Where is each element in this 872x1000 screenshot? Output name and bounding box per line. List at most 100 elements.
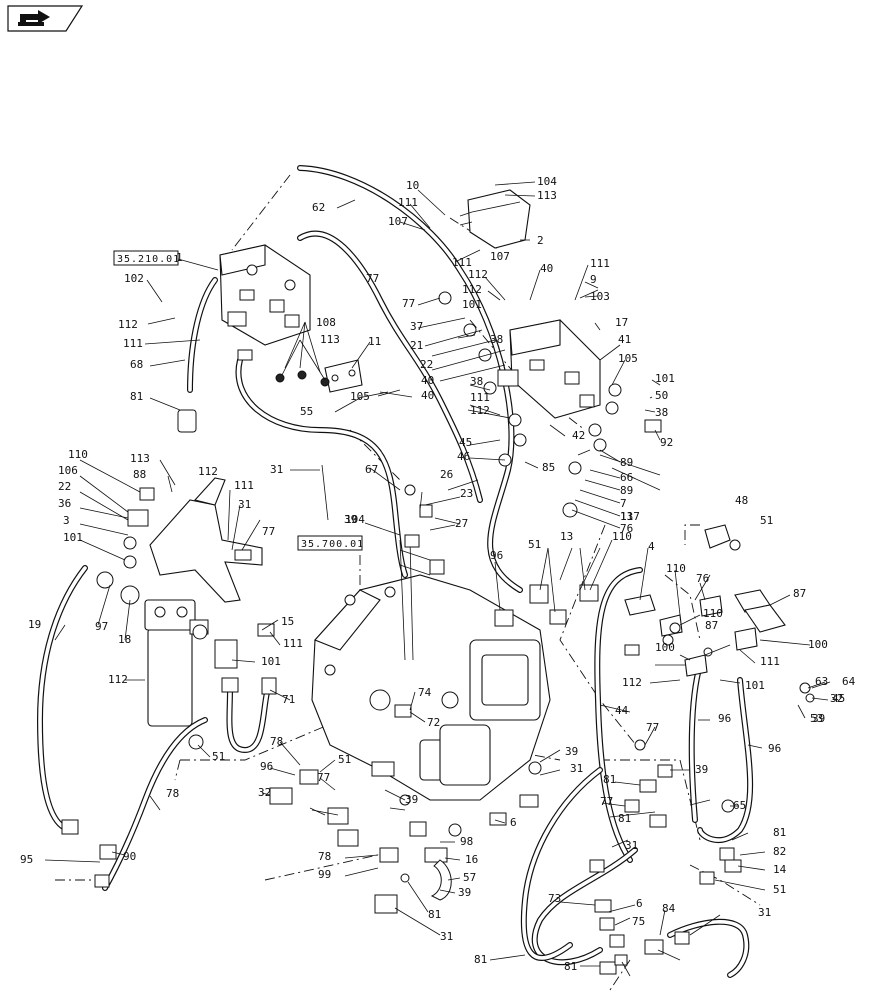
callout-105[interactable]: 105 [350,390,370,403]
callout-78[interactable]: 78 [166,787,179,800]
callout-31[interactable]: 31 [758,906,771,919]
callout-9[interactable]: 9 [590,273,597,286]
callout-112[interactable]: 112 [470,404,490,417]
callout-48[interactable]: 48 [735,494,748,507]
callout-31[interactable]: 31 [625,839,638,852]
callout-112[interactable]: 112 [462,283,482,296]
callout-51[interactable]: 51 [528,538,541,551]
callout-6[interactable]: 6 [636,897,643,910]
callout-112[interactable]: 112 [468,268,488,281]
callout-45[interactable]: 45 [832,692,845,705]
callout-105[interactable]: 105 [618,352,638,365]
callout-90[interactable]: 90 [123,850,136,863]
callout-98[interactable]: 98 [460,835,473,848]
callout-92[interactable]: 92 [660,436,673,449]
callout-23[interactable]: 23 [460,487,473,500]
callout-110[interactable]: 110 [612,530,632,543]
callout-78[interactable]: 78 [318,850,331,863]
callout-31[interactable]: 31 [440,930,453,943]
callout-81[interactable]: 81 [564,960,577,973]
callout-39[interactable]: 39 [812,712,825,725]
callout-14[interactable]: 14 [773,863,787,876]
callout-19[interactable]: 19 [28,618,41,631]
callout-111[interactable]: 111 [123,337,143,350]
callout-108[interactable]: 108 [316,316,336,329]
callout-37[interactable]: 37 [410,320,423,333]
callout-77[interactable]: 77 [317,771,330,784]
callout-113[interactable]: 113 [320,333,340,346]
callout-31[interactable]: 31 [238,498,251,511]
callout-40[interactable]: 40 [421,389,434,402]
callout-81[interactable]: 81 [603,773,616,786]
callout-39[interactable]: 39 [565,745,578,758]
callout-96[interactable]: 96 [260,760,273,773]
callout-77[interactable]: 77 [402,297,415,310]
callout-72[interactable]: 72 [427,716,440,729]
callout-81[interactable]: 81 [773,826,786,839]
callout-6[interactable]: 6 [510,816,517,829]
callout-44[interactable]: 44 [615,704,629,717]
ref-box-35-700-01[interactable]: 35.700.01 [297,535,364,551]
callout-38[interactable]: 38 [655,406,668,419]
callout-110[interactable]: 110 [703,607,723,620]
callout-104[interactable]: 104 [537,175,557,188]
callout-99[interactable]: 99 [318,868,331,881]
callout-1[interactable]: 1 [176,251,183,264]
callout-81[interactable]: 81 [474,953,487,966]
callout-39[interactable]: 39 [344,513,357,526]
callout-16[interactable]: 16 [465,853,478,866]
callout-3[interactable]: 3 [63,514,70,527]
callout-111[interactable]: 111 [234,479,254,492]
callout-97[interactable]: 97 [95,620,108,633]
callout-63[interactable]: 63 [815,675,828,688]
callout-27[interactable]: 27 [455,517,468,530]
callout-22[interactable]: 22 [58,480,71,493]
callout-77[interactable]: 77 [366,272,379,285]
callout-77[interactable]: 77 [262,525,275,538]
callout-13[interactable]: 13 [620,510,633,523]
callout-45[interactable]: 45 [459,436,472,449]
callout-101[interactable]: 101 [655,372,675,385]
callout-81[interactable]: 81 [130,390,143,403]
callout-66[interactable]: 66 [620,471,633,484]
callout-95[interactable]: 95 [20,853,33,866]
callout-88[interactable]: 88 [133,468,146,481]
callout-22[interactable]: 22 [420,358,433,371]
callout-107[interactable]: 107 [388,215,408,228]
callout-39[interactable]: 39 [405,793,418,806]
callout-78[interactable]: 78 [270,735,283,748]
callout-68[interactable]: 68 [130,358,143,371]
callout-107[interactable]: 107 [490,250,510,263]
callout-46[interactable]: 46 [457,450,470,463]
callout-110[interactable]: 110 [68,448,88,461]
callout-38[interactable]: 38 [490,333,503,346]
callout-111[interactable]: 111 [452,256,472,269]
callout-31[interactable]: 31 [570,762,583,775]
callout-112[interactable]: 112 [118,318,138,331]
callout-101[interactable]: 101 [745,679,765,692]
callout-89[interactable]: 89 [620,484,633,497]
callout-57[interactable]: 57 [463,871,476,884]
callout-112[interactable]: 112 [622,676,642,689]
callout-110[interactable]: 110 [666,562,686,575]
callout-17[interactable]: 17 [615,316,628,329]
callout-96[interactable]: 96 [490,549,503,562]
callout-26[interactable]: 26 [440,468,453,481]
callout-100[interactable]: 100 [655,641,675,654]
callout-51[interactable]: 51 [212,750,225,763]
callout-103[interactable]: 103 [590,290,610,303]
callout-41[interactable]: 41 [618,333,631,346]
ref-box-35-210-01[interactable]: 35.210.01 [113,250,180,266]
callout-87[interactable]: 87 [793,587,806,600]
callout-51[interactable]: 51 [338,753,351,766]
callout-96[interactable]: 96 [768,742,781,755]
callout-18[interactable]: 18 [118,633,131,646]
callout-111[interactable]: 111 [470,391,490,404]
callout-51[interactable]: 51 [773,883,786,896]
callout-101[interactable]: 101 [462,298,482,311]
callout-100[interactable]: 100 [808,638,828,651]
callout-111[interactable]: 111 [398,196,418,209]
callout-111[interactable]: 111 [590,257,610,270]
callout-40[interactable]: 40 [421,374,434,387]
callout-111[interactable]: 111 [760,655,780,668]
